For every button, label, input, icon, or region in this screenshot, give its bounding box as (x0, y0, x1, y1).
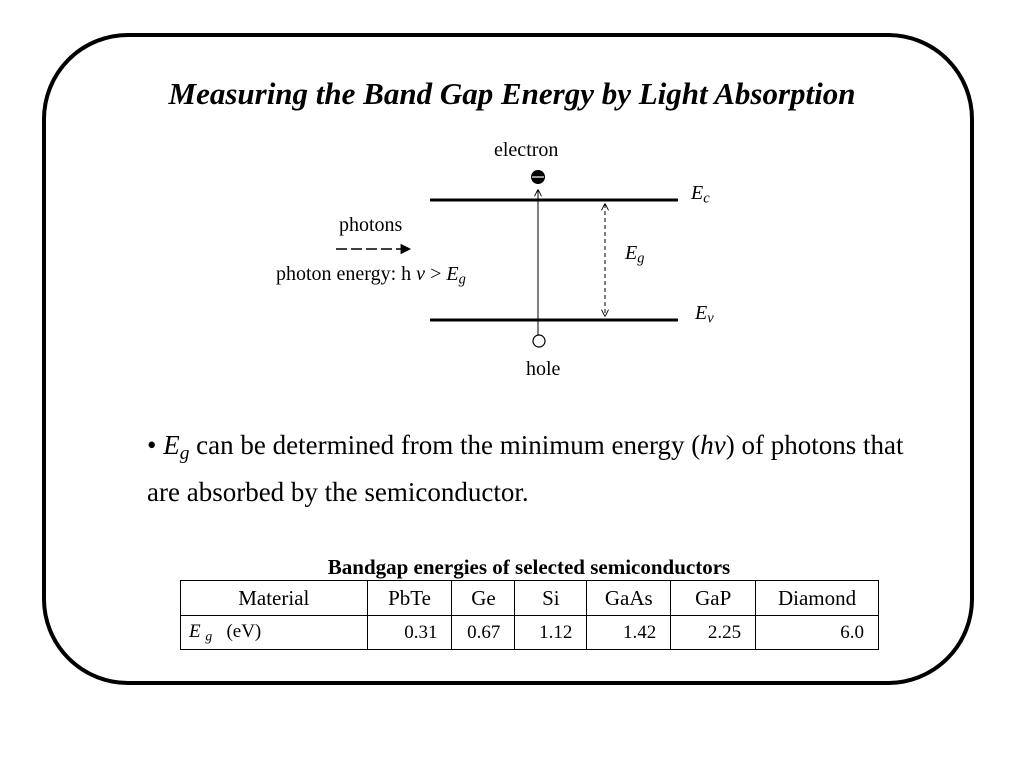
hole-label: hole (526, 358, 561, 380)
header-cell-gaas: GaAs (586, 580, 672, 616)
hole-icon (532, 334, 546, 348)
bandgap-table: Material PbTe Ge Si GaAs GaP Diamond E g… (180, 580, 879, 650)
header-cell-gap: GaP (670, 580, 757, 616)
table-header-row: Material PbTe Ge Si GaAs GaP Diamond (180, 580, 879, 616)
header-cell-diamond: Diamond (755, 580, 879, 616)
photon-energy-label: photon energy: h ν > Eg (276, 263, 466, 288)
electron-label: electron (494, 139, 559, 161)
photons-label: photons (339, 214, 403, 236)
value-cell-si: 1.12 (514, 615, 588, 650)
value-cell-gaas: 1.42 (586, 615, 672, 650)
electron-icon (531, 170, 545, 184)
valence-band-label: Ev (695, 302, 714, 327)
value-cell-diamond: 6.0 (755, 615, 879, 650)
slide-title: Measuring the Band Gap Energy by Light A… (168, 76, 856, 111)
header-cell-pbte: PbTe (366, 580, 453, 616)
value-cell-ge: 0.67 (451, 615, 516, 650)
table-caption: Bandgap energies of selected semiconduct… (327, 555, 731, 579)
bandgap-label: Eg (625, 242, 645, 267)
conduction-band-label: Ec (691, 182, 710, 207)
header-cell-ge: Ge (451, 580, 516, 616)
row-label-eg: E g (eV) (180, 615, 368, 650)
table-row: E g (eV) 0.31 0.67 1.12 1.42 2.25 6.0 (180, 615, 879, 650)
value-cell-pbte: 0.31 (366, 615, 453, 650)
slide-frame (42, 33, 974, 685)
header-cell-material: Material (180, 580, 368, 616)
header-cell-si: Si (514, 580, 588, 616)
value-cell-gap: 2.25 (670, 615, 757, 650)
bullet-text: • Eg can be determined from the minimum … (147, 430, 904, 507)
